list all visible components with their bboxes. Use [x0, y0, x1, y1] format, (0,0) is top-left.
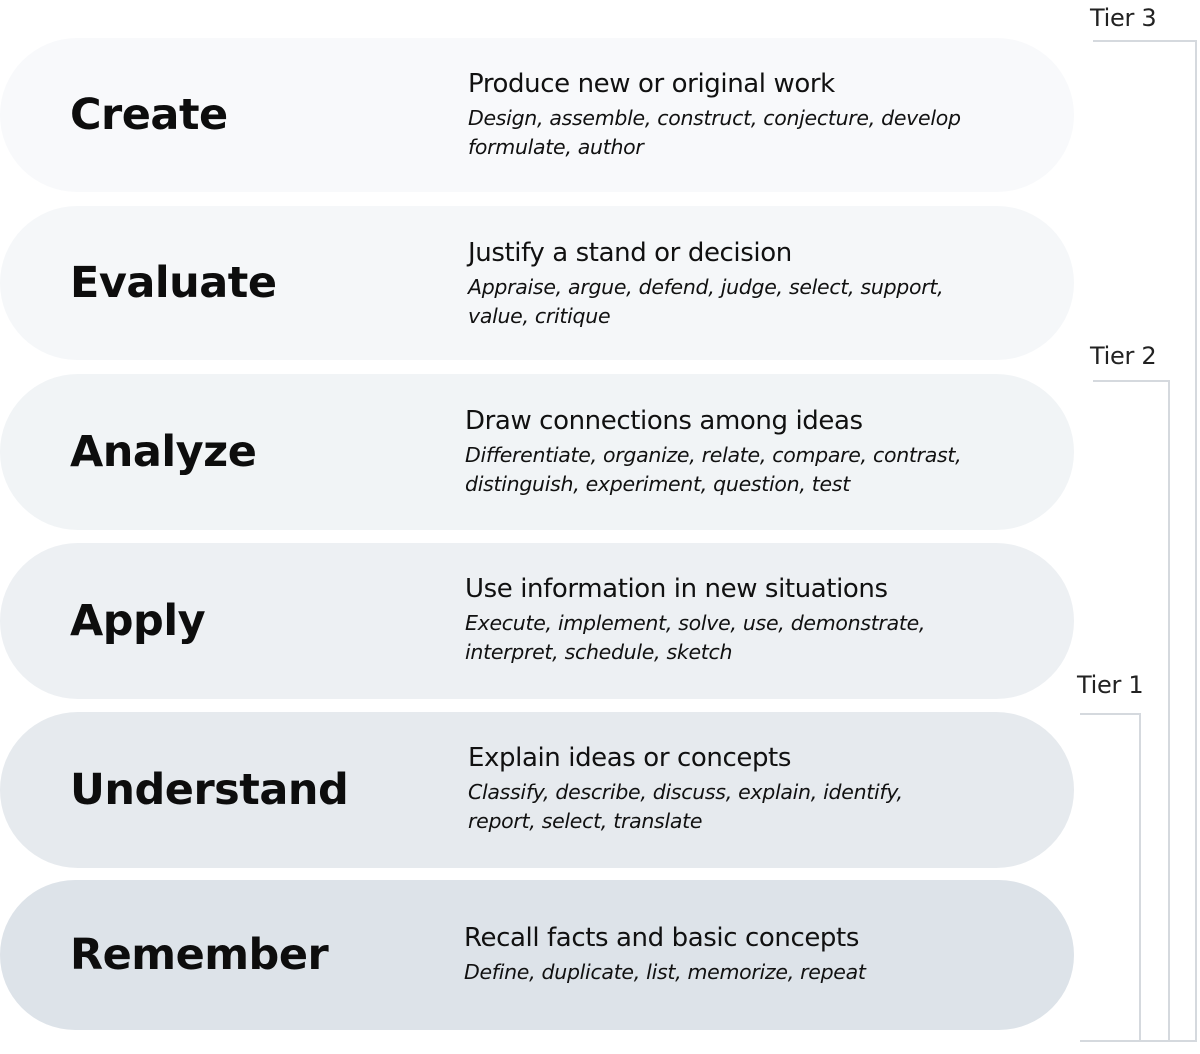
level-remember: Remember Recall facts and basic concepts…	[0, 880, 1074, 1030]
level-description: Justify a stand or decision	[468, 238, 792, 268]
level-description: Explain ideas or concepts	[468, 743, 791, 773]
level-text: Produce new or original work Design, ass…	[468, 68, 1028, 162]
level-verbs-line-2: interpret, schedule, sketch	[465, 640, 733, 664]
level-description: Use information in new situations	[465, 574, 888, 604]
level-verbs-line-1: Appraise, argue, defend, judge, select, …	[468, 275, 944, 299]
level-verbs-line-1: Execute, implement, solve, use, demonstr…	[465, 611, 926, 635]
tier-1-bracket	[1080, 713, 1141, 1042]
level-text: Recall facts and basic concepts Define, …	[464, 922, 1024, 987]
level-verbs-line-1: Design, assemble, construct, conjecture,…	[468, 106, 961, 130]
level-text: Justify a stand or decision Appraise, ar…	[468, 237, 1028, 331]
level-verbs-line-1: Define, duplicate, list, memorize, repea…	[464, 960, 866, 984]
level-verbs-line-2: report, select, translate	[468, 809, 703, 833]
level-verbs-line-2: distinguish, experiment, question, test	[465, 472, 850, 496]
level-description: Draw connections among ideas	[465, 406, 863, 436]
level-name: Apply	[70, 596, 206, 646]
level-name: Analyze	[70, 427, 257, 477]
level-apply: Apply Use information in new situations …	[0, 543, 1074, 699]
level-text: Explain ideas or concepts Classify, desc…	[468, 742, 1028, 836]
level-verbs-line-2: value, critique	[468, 304, 611, 328]
level-evaluate: Evaluate Justify a stand or decision App…	[0, 206, 1074, 360]
tier-2-label: Tier 2	[1090, 342, 1157, 370]
level-create: Create Produce new or original work Desi…	[0, 38, 1074, 192]
level-name: Create	[70, 90, 228, 140]
level-verbs-line-1: Classify, describe, discuss, explain, id…	[468, 780, 903, 804]
level-name: Understand	[70, 765, 349, 815]
level-name: Evaluate	[70, 258, 277, 308]
tier-3-label: Tier 3	[1090, 4, 1157, 32]
level-analyze: Analyze Draw connections among ideas Dif…	[0, 374, 1074, 530]
level-description: Recall facts and basic concepts	[464, 923, 859, 953]
level-text: Draw connections among ideas Differentia…	[465, 405, 1025, 499]
level-description: Produce new or original work	[468, 69, 835, 99]
level-name: Remember	[70, 930, 329, 980]
level-verbs-line-2: formulate, author	[468, 135, 644, 159]
tier-1-label: Tier 1	[1077, 671, 1144, 699]
level-verbs-line-1: Differentiate, organize, relate, compare…	[465, 443, 962, 467]
level-text: Use information in new situations Execut…	[465, 573, 1025, 667]
level-understand: Understand Explain ideas or concepts Cla…	[0, 712, 1074, 868]
